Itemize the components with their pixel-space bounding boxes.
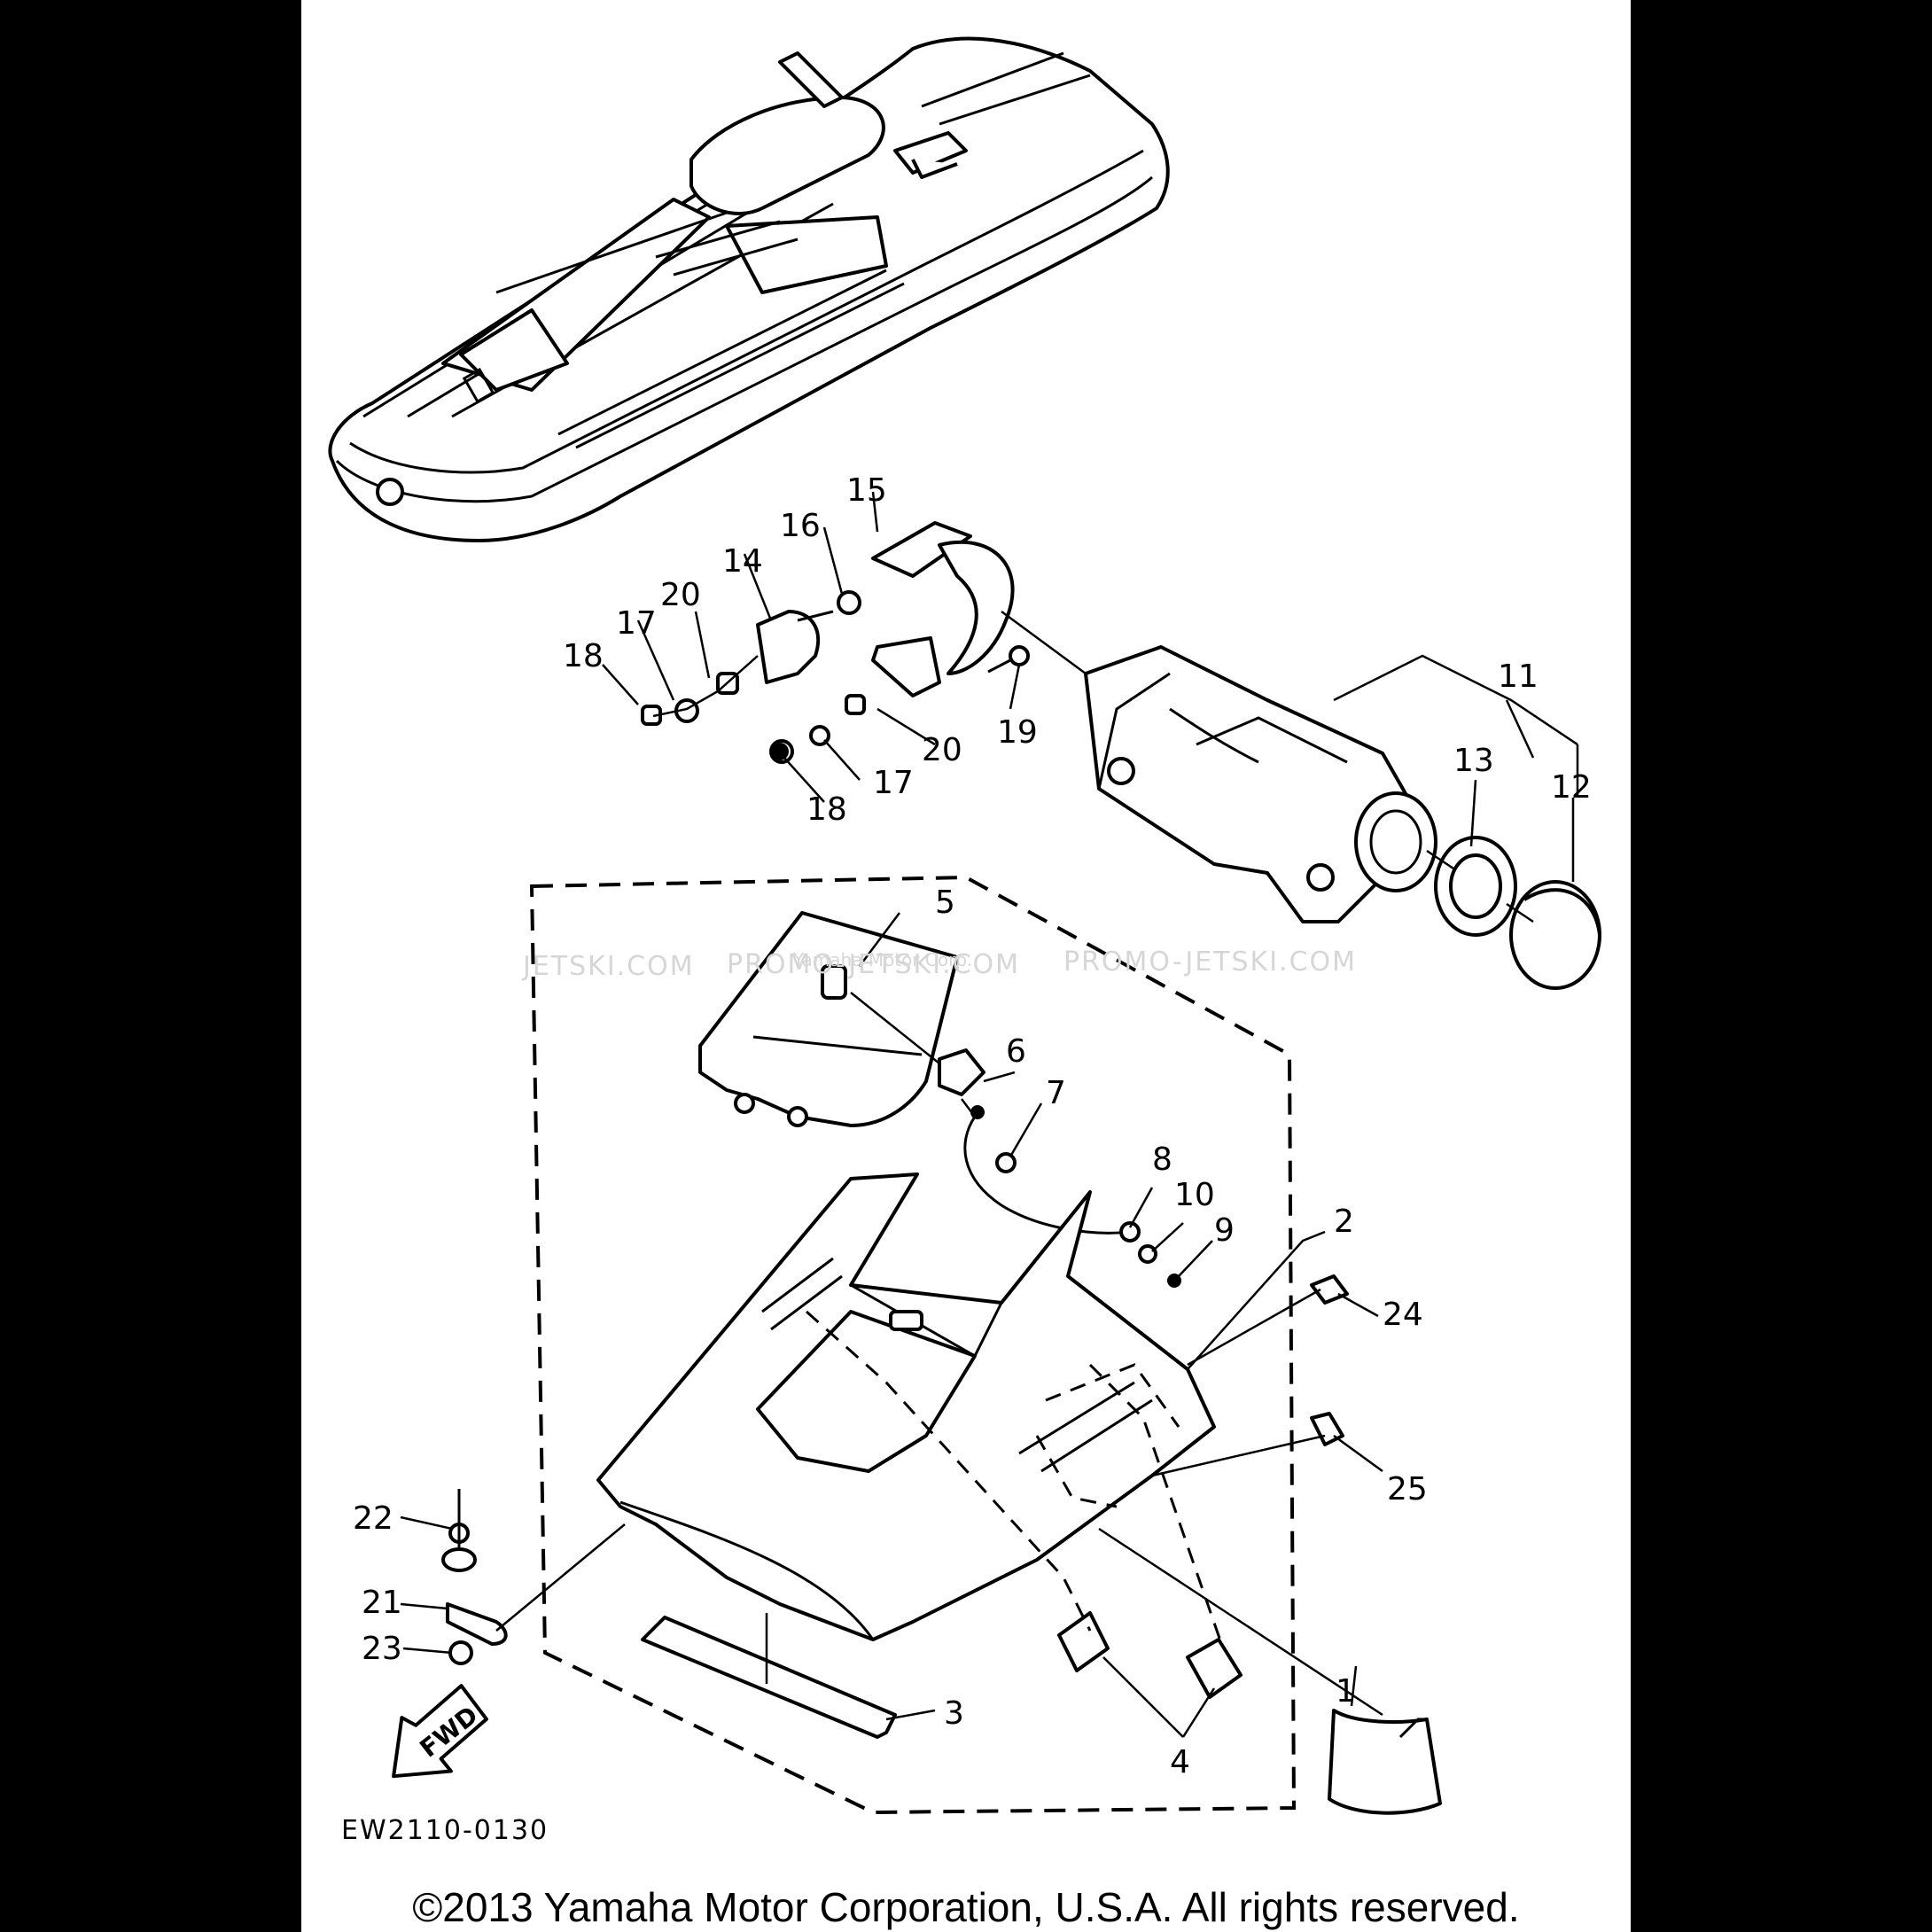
callout-1: 1 <box>1336 1673 1356 1710</box>
callout-8: 8 <box>1152 1141 1172 1178</box>
callout-25: 25 <box>1387 1471 1428 1507</box>
callout-3: 3 <box>944 1695 964 1732</box>
callout-16: 16 <box>780 508 821 544</box>
callout-6: 6 <box>1006 1033 1026 1070</box>
callout-18a: 18 <box>563 638 604 674</box>
callout-numbers: 1 2 3 4 5 6 7 8 9 10 11 12 13 14 15 16 1… <box>353 472 1592 1780</box>
callout-20b: 20 <box>922 732 962 768</box>
callout-21: 21 <box>362 1585 402 1621</box>
callout-14: 14 <box>722 543 763 580</box>
callout-18b: 18 <box>806 791 847 828</box>
watermark-left: JETSKI.COM <box>521 951 695 982</box>
callout-10: 10 <box>1174 1177 1215 1213</box>
callout-22: 22 <box>353 1500 393 1537</box>
callout-24: 24 <box>1383 1297 1423 1333</box>
callout-12: 12 <box>1551 769 1592 806</box>
watercraft-hull <box>328 36 1170 542</box>
watermarks: JETSKI.COM PROMO-JETSKI.COM PROMO-JETSKI… <box>521 947 1357 982</box>
copyright-notice: ©2013 Yamaha Motor Corporation, U.S.A. A… <box>412 1884 1520 1930</box>
callout-15: 15 <box>846 472 887 509</box>
callout-9: 9 <box>1214 1212 1235 1249</box>
watermark-mid: PROMO-JETSKI.COM <box>727 949 1020 980</box>
callout-leaders <box>400 491 1575 1738</box>
callout-4: 4 <box>1170 1744 1190 1780</box>
callout-20a: 20 <box>660 577 701 613</box>
callout-5: 5 <box>935 884 955 921</box>
drawing-code: EW2110-0130 <box>341 1815 549 1846</box>
callout-2: 2 <box>1334 1204 1354 1240</box>
callout-17a: 17 <box>616 605 657 642</box>
battery-case-assembly <box>641 521 1601 990</box>
callout-13: 13 <box>1453 743 1494 779</box>
assembly-boundary <box>529 875 1297 1815</box>
callout-7: 7 <box>1046 1075 1066 1111</box>
callout-19: 19 <box>997 714 1038 751</box>
forward-direction-arrow: FWD <box>392 1684 488 1779</box>
watermark-small: Yamaha Motor Corp. <box>792 949 972 970</box>
callout-17b: 17 <box>873 765 914 801</box>
callout-11: 11 <box>1498 658 1539 695</box>
callout-23: 23 <box>362 1631 402 1667</box>
hatch-cover-parts <box>441 911 1442 1815</box>
watermark-right: PROMO-JETSKI.COM <box>1063 947 1357 978</box>
